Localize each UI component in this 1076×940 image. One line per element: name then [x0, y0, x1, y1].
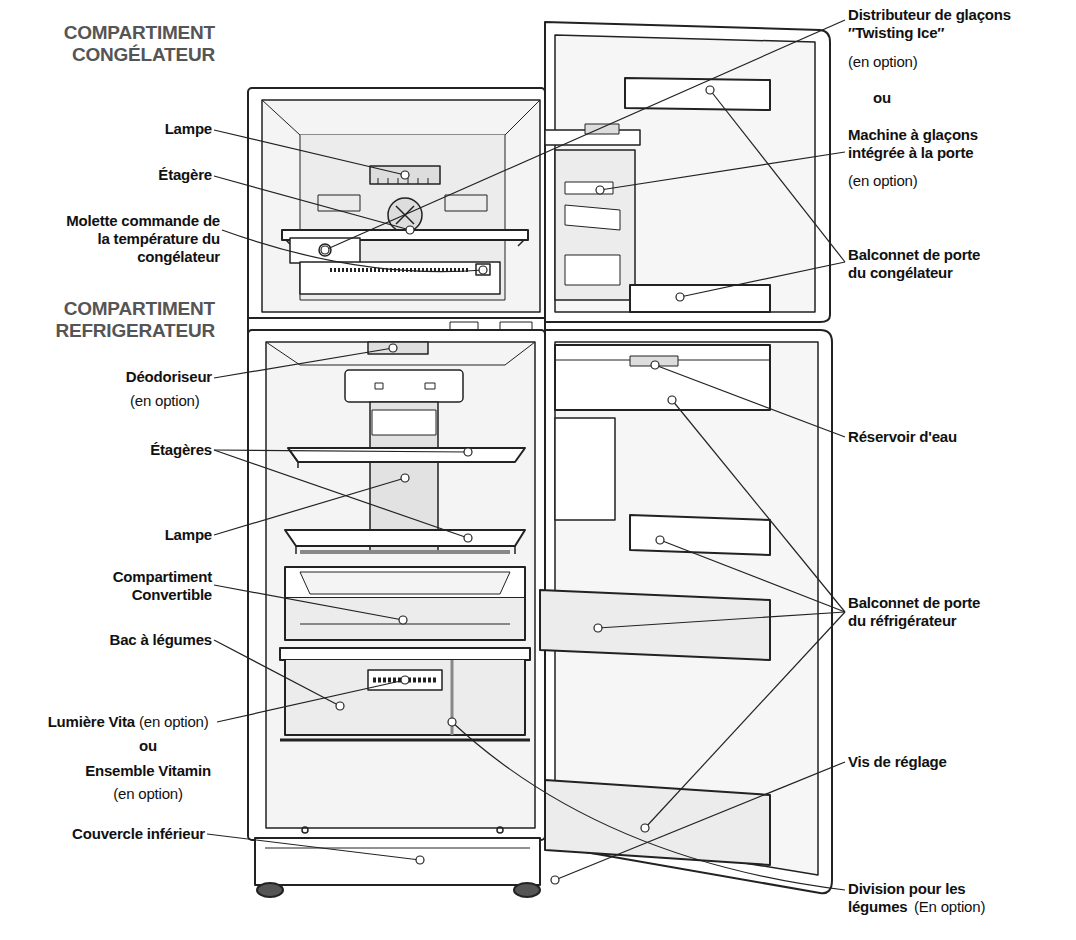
section-heading: COMPARTIMENT REFRIGERATEUR — [0, 298, 215, 342]
section-heading: COMPARTIMENT CONGÉLATEUR — [15, 22, 215, 66]
part-label: Machine à glaçons intégrée à la porte — [848, 126, 1000, 162]
part-label: Étagère — [112, 166, 212, 184]
part-label: Vis de réglage — [848, 753, 1048, 771]
part-label: Balconnet de porte du congélateur — [848, 246, 998, 282]
option-note: (En option) — [914, 898, 1014, 916]
part-label: Bac à légumes — [62, 631, 212, 649]
option-note: (en option) — [139, 713, 229, 731]
alternative-word: ou — [128, 737, 168, 755]
option-note: (en option) — [88, 785, 208, 803]
part-label: Ensemble Vitamin — [68, 762, 228, 780]
part-label: Couvercle inférieur — [5, 825, 205, 843]
part-label: Lampe — [112, 120, 212, 138]
part-label: Étagères — [112, 441, 212, 459]
part-label: Balconnet de porte du réfrigérateur — [848, 594, 998, 630]
alternative-word: ou — [873, 89, 913, 107]
part-label: Molette commande de la température du co… — [52, 212, 220, 266]
part-label: Lumière Vita — [5, 713, 135, 731]
option-note: (en option) — [848, 53, 968, 71]
part-label: Déodoriseur — [102, 368, 212, 386]
option-note: (en option) — [130, 392, 230, 410]
part-label: Réservoir d'eau — [848, 428, 1048, 446]
part-label: Lampe — [112, 526, 212, 544]
part-label: Compartiment Convertible — [102, 568, 212, 604]
part-label: Distributeur de glaçons ″Twisting Ice″ — [848, 6, 1020, 42]
option-note: (en option) — [848, 172, 968, 190]
